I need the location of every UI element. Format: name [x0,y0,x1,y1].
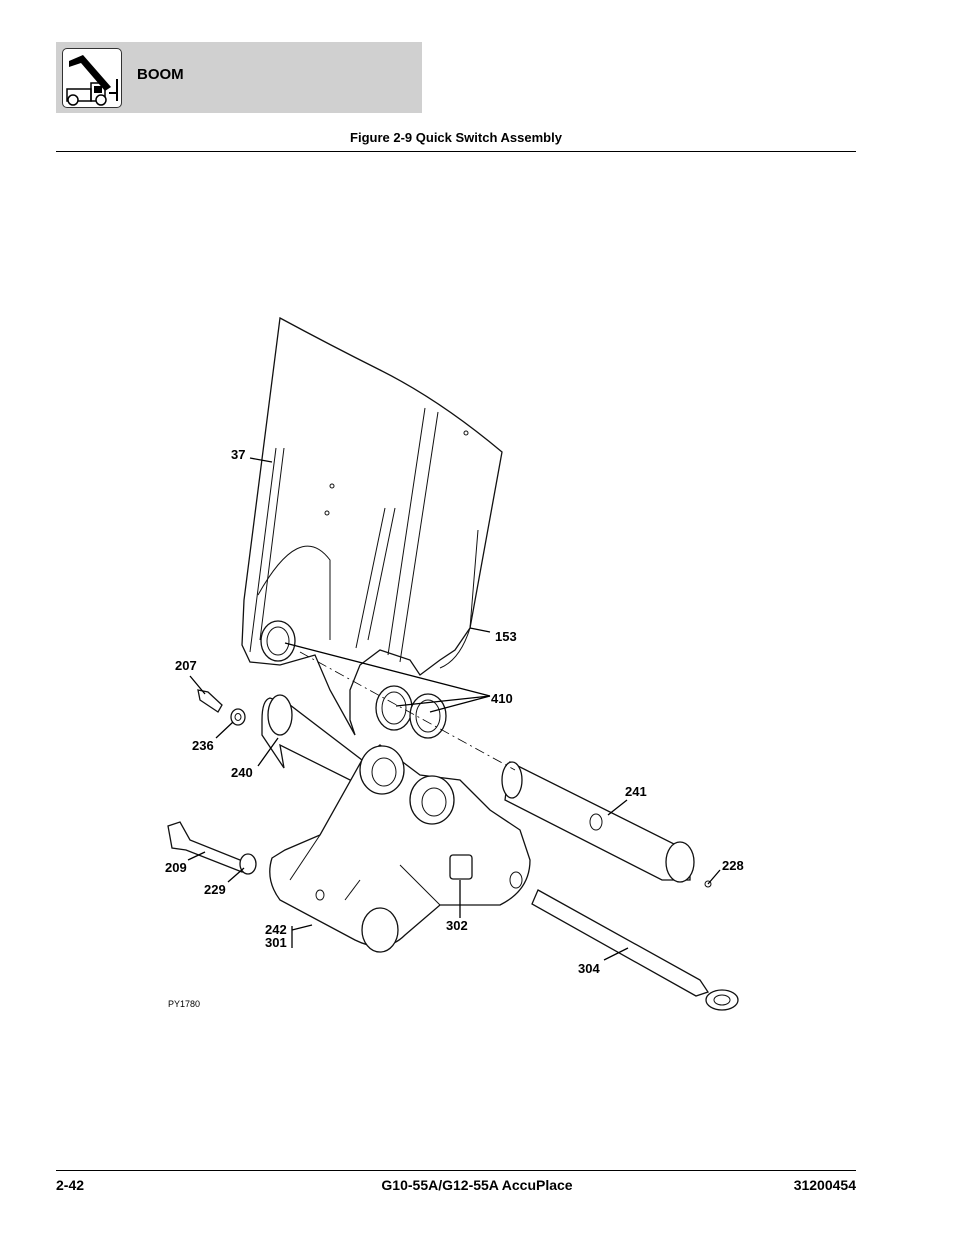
callout-209: 209 [165,860,187,875]
leader-lines [187,457,721,961]
centerline [299,651,516,771]
callout-153: 153 [495,629,517,644]
bolt-207 [197,689,246,726]
section-title: BOOM [137,66,184,83]
pin-304 [531,889,739,1011]
callout-241: 241 [625,784,647,799]
header-divider [56,151,856,152]
callout-207: 207 [175,658,197,673]
bushing-410 [260,620,447,739]
callout-240: 240 [231,765,253,780]
callout-301: 301 [265,935,287,950]
document-number: 31200454 [793,1177,856,1193]
callout-302: 302 [446,918,468,933]
boom-head [241,316,503,736]
page-number: 2-42 [56,1177,85,1193]
callout-37: 37 [231,447,245,462]
figure-title: Figure 2-9 Quick Switch Assembly [350,130,562,145]
callout-236: 236 [192,738,214,753]
callout-228: 228 [722,858,744,873]
telehandler-boom-icon [62,48,122,108]
screw-228 [704,880,712,888]
callout-229: 229 [204,882,226,897]
drawing-id: PY1780 [168,999,200,1009]
pin-241 [501,761,695,883]
callout-410: 410 [491,691,513,706]
pin-240 [261,694,364,781]
footer-divider [56,1170,856,1171]
model-name: G10-55A/G12-55A AccuPlace [381,1177,573,1193]
bolt-209 [167,821,257,875]
quick-switch-frame [269,744,531,953]
callout-242: 242 [265,922,287,937]
callout-304: 304 [578,961,600,976]
